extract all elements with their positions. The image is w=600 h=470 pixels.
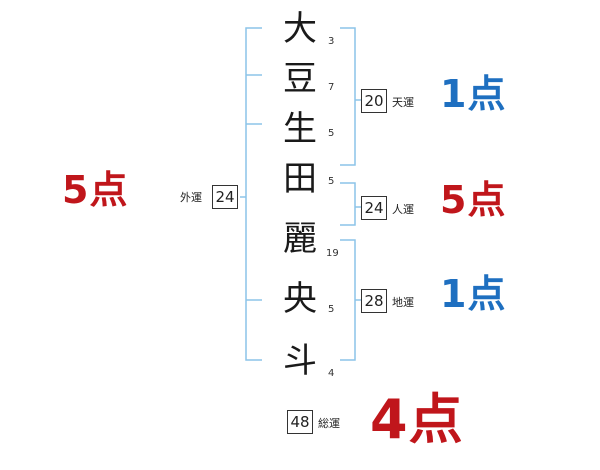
jinkaku-label: 人運	[392, 203, 414, 216]
name-char-4: 田	[283, 159, 317, 199]
tenkaku-label: 天運	[392, 96, 414, 109]
chikaku-value-box: 28	[361, 289, 387, 313]
soukaku-value-box: 48	[287, 410, 313, 434]
name-char-7: 斗	[283, 341, 317, 381]
stroke-count-4: 5	[328, 176, 335, 187]
name-char-5: 麗	[283, 219, 317, 259]
chikaku-label: 地運	[392, 296, 414, 309]
chikaku-score: 1点	[440, 272, 507, 316]
gaikaku-value-box: 24	[212, 185, 238, 209]
name-char-1: 大	[283, 9, 317, 49]
stroke-count-7: 4	[328, 368, 335, 379]
soukaku-label: 総運	[318, 417, 340, 430]
stroke-count-3: 5	[328, 128, 335, 139]
jinkaku-bracket	[340, 182, 356, 226]
name-char-2: 豆	[283, 59, 317, 99]
jinkaku-value-box: 24	[361, 196, 387, 220]
stroke-count-6: 5	[328, 304, 335, 315]
stroke-count-5: 19	[326, 248, 339, 259]
tenkaku-value-box: 20	[361, 89, 387, 113]
tenkaku-score: 1点	[440, 72, 507, 116]
name-char-6: 央	[283, 279, 317, 319]
outer-bracket	[245, 27, 262, 361]
tenkaku-bracket	[340, 27, 356, 166]
soukaku-score: 4点	[370, 388, 464, 451]
jinkaku-score: 5点	[440, 178, 507, 222]
stroke-count-1: 3	[328, 36, 335, 47]
chikaku-bracket	[340, 239, 356, 361]
name-char-3: 生	[283, 109, 317, 149]
stroke-count-2: 7	[328, 82, 335, 93]
gaikaku-score: 5点	[62, 168, 129, 212]
gaikaku-label: 外運	[180, 191, 202, 204]
